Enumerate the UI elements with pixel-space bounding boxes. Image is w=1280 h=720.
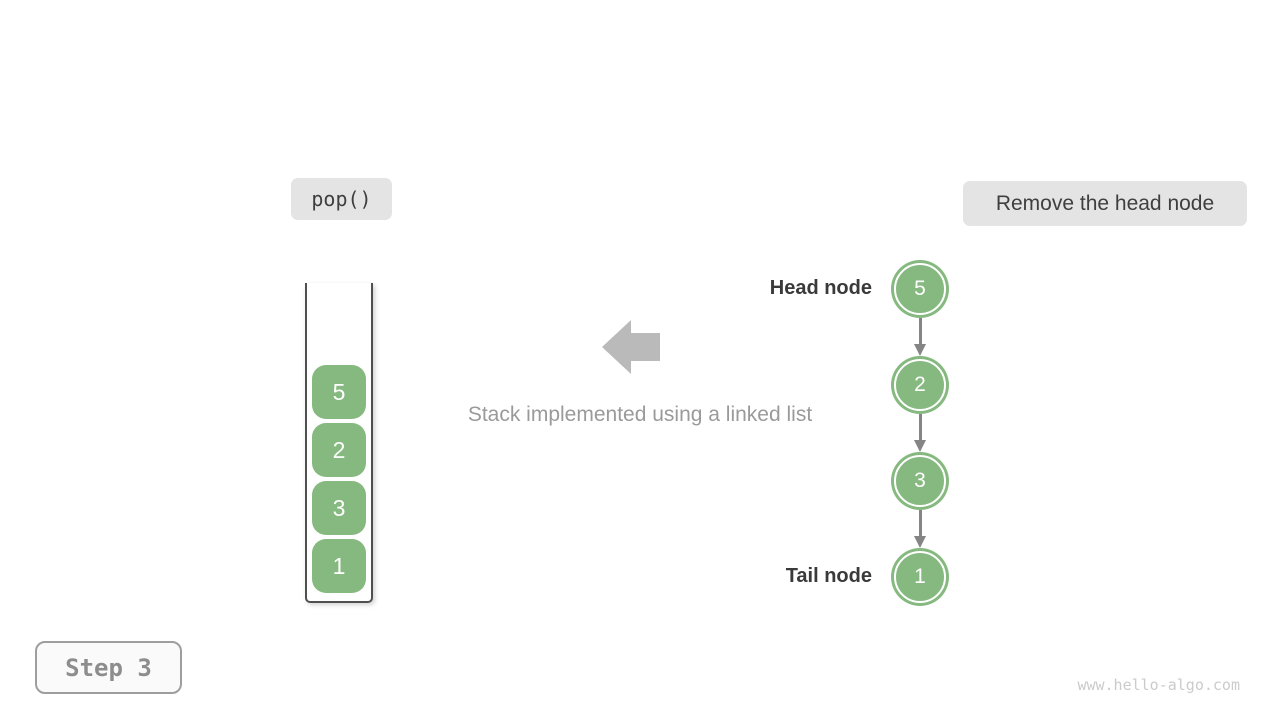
left-arrow-icon (602, 320, 660, 374)
linked-list-node: 3 (894, 455, 946, 507)
watermark-text: www.hello-algo.com (1077, 676, 1240, 694)
pop-operation-label: pop() (311, 187, 372, 211)
arrow-head (913, 344, 926, 356)
arrow-line (919, 510, 922, 538)
tail-node-label: Tail node (785, 565, 872, 587)
stack-cell: 2 (312, 423, 366, 477)
arrow-head (913, 536, 926, 548)
down-arrow-icon (907, 318, 933, 356)
action-description-label: Remove the head node (995, 191, 1215, 215)
step-indicator: Step 3 (35, 641, 182, 694)
linked-list-node: 2 (894, 359, 946, 411)
arrow-line (919, 318, 922, 346)
linked-list-node: 5 (894, 263, 946, 315)
stack-cell: 3 (312, 481, 366, 535)
step-indicator-label: Step 3 (65, 653, 152, 682)
pop-operation-chip: pop() (291, 178, 392, 220)
stack-cell: 5 (312, 365, 366, 419)
down-arrow-icon (907, 414, 933, 452)
down-arrow-icon (907, 510, 933, 548)
diagram-caption: Stack implemented using a linked list (467, 403, 813, 426)
linked-list-node: 1 (894, 551, 946, 603)
arrow-line (919, 414, 922, 442)
stack-container: 5 2 3 1 (305, 283, 373, 603)
action-description-chip: Remove the head node (963, 181, 1247, 226)
arrow-head (913, 440, 926, 452)
stack-cell: 1 (312, 539, 366, 593)
head-node-label: Head node (769, 277, 872, 299)
